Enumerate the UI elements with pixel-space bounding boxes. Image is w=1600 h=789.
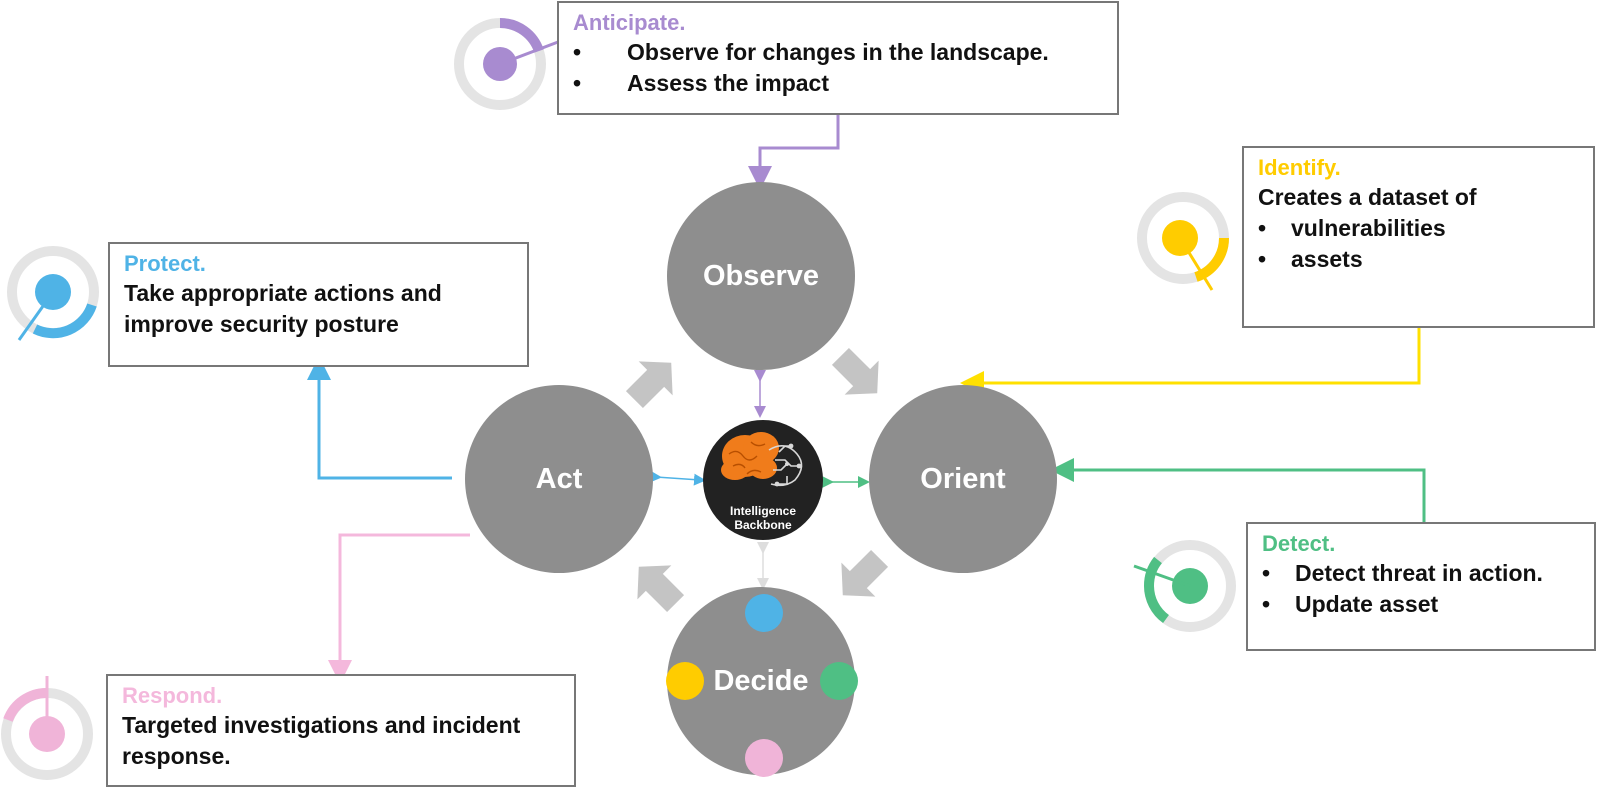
intelligence-backbone-hub: Intelligence Backbone [703, 420, 823, 540]
anticipate-bullet: Assess the impact [573, 68, 1103, 99]
anticipate-stage-icon [454, 17, 559, 110]
node-act: Act [465, 385, 653, 573]
anticipate-bullets: Observe for changes in the landscape. As… [573, 37, 1103, 99]
identify-bullets: vulnerabilities assets [1258, 213, 1579, 275]
cycle-arrow-observe-orient [831, 347, 879, 395]
respond-body: Targeted investigations and incident res… [122, 712, 521, 769]
detect-stage-icon [1133, 540, 1236, 632]
detect-bullet: Detect threat in action. [1262, 558, 1580, 589]
cycle-arrow-act-observe [625, 361, 673, 409]
brain-circuit-icon [721, 432, 803, 487]
anticipate-bullet: Observe for changes in the landscape. [573, 37, 1103, 68]
protect-title: Protect. [124, 251, 206, 276]
detect-title: Detect. [1262, 531, 1336, 556]
respond-box: Respond. Targeted investigations and inc… [106, 674, 576, 787]
connector-identify-orient [960, 326, 1421, 395]
decide-dot-respond [745, 739, 783, 777]
respond-title: Respond. [122, 683, 223, 708]
protect-stage-icon [7, 246, 99, 341]
connector-detect-orient [1050, 458, 1426, 522]
hub-link-act [649, 470, 706, 486]
protect-body: Take appropriate actions and improve sec… [124, 280, 442, 337]
detect-box: Detect. Detect threat in action. Update … [1246, 522, 1596, 651]
anticipate-title: Anticipate. [573, 10, 686, 35]
decide-dot-protect [745, 594, 783, 632]
node-orient: Orient [869, 385, 1057, 573]
identify-bullet: assets [1258, 244, 1579, 275]
identify-box: Identify. Creates a dataset of vulnerabi… [1242, 146, 1595, 328]
anticipate-box: Anticipate. Observe for changes in the l… [557, 1, 1119, 115]
connector-act-respond [328, 533, 470, 684]
detect-bullets: Detect threat in action. Update asset [1262, 558, 1580, 620]
hub-label-line2: Backbone [734, 518, 792, 532]
identify-title: Identify. [1258, 155, 1341, 180]
identify-bullet: vulnerabilities [1258, 213, 1579, 244]
connector-anticipate-observe [748, 114, 840, 190]
decide-dot-detect [820, 662, 858, 700]
decide-dot-identify [666, 662, 704, 700]
cycle-arrow-decide-act [637, 565, 685, 613]
hub-label-line1: Intelligence [729, 504, 797, 518]
identify-stage-icon [1137, 192, 1230, 291]
protect-box: Protect. Take appropriate actions and im… [108, 242, 529, 367]
detect-bullet: Update asset [1262, 589, 1580, 620]
cycle-arrow-orient-decide [841, 549, 889, 597]
node-observe: Observe [667, 182, 855, 370]
connector-act-protect [307, 356, 452, 480]
respond-stage-icon [1, 676, 93, 780]
identify-intro: Creates a dataset of [1258, 184, 1477, 210]
